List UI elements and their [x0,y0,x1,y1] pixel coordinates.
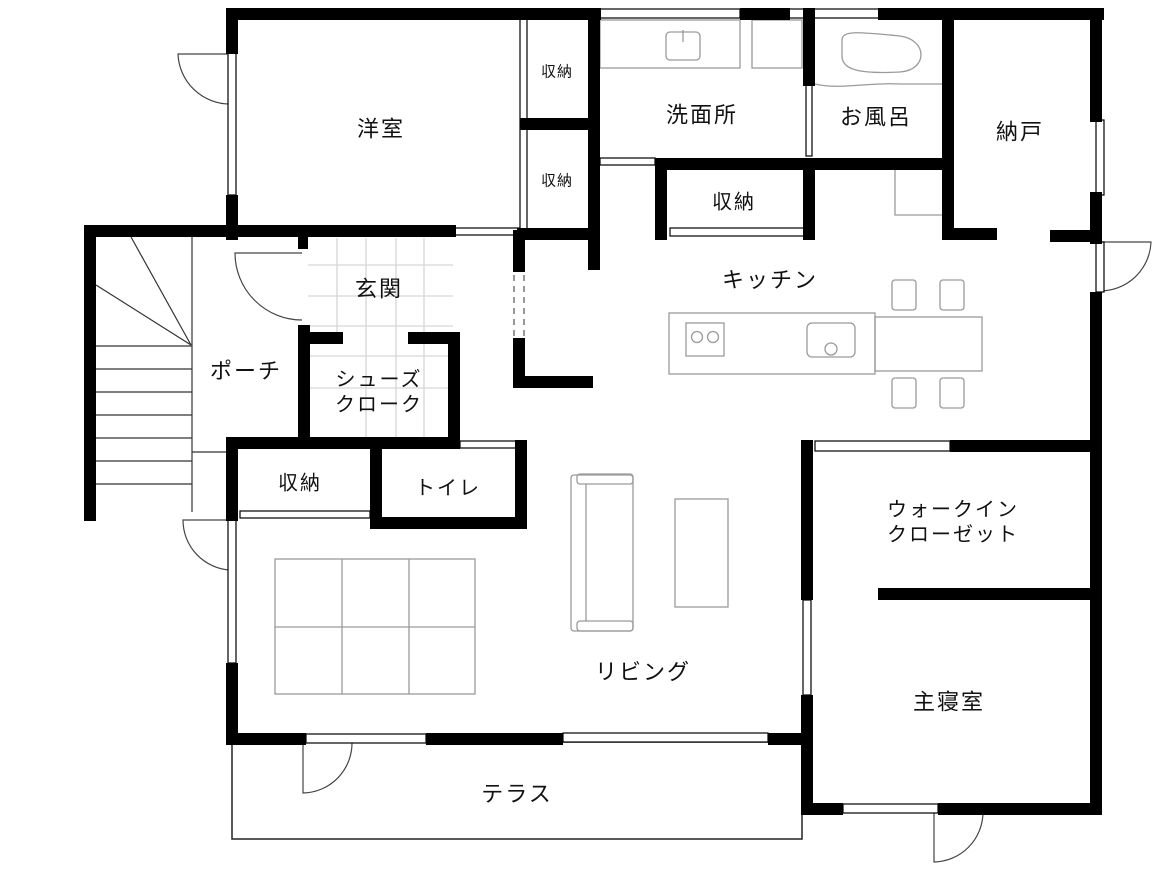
dining-table[interactable] [874,316,983,372]
pantry-outline [894,170,942,216]
sofa-icon [570,473,634,632]
room-label-hall-storage: 収納 [278,470,322,495]
room-label-master-bedroom: 主寝室 [912,690,986,716]
walls [84,8,1104,815]
walk-in-line-2: クローゼット [887,522,1019,546]
shoe-cloak-line-2: クローク [335,392,423,416]
room-label-washroom: 洗面所 [665,103,739,129]
entrance-tile-grid [308,238,453,440]
dashed-opening [513,275,525,338]
staircase[interactable] [95,236,230,512]
coffee-table [674,498,729,608]
room-label-storage-1: 収納 [540,62,574,81]
room-label-porch: ポーチ [209,359,283,385]
walk-in-line-1: ウォークイン [887,497,1019,521]
door-nando-east [1099,241,1152,292]
bathtub-icon [841,32,922,74]
room-label-walk-in-closet: ウォークイン クローゼット [887,497,1019,547]
tatami-mats [274,558,476,695]
room-label-living: リビング [594,660,692,686]
bath-floor-line [814,83,942,87]
door-bedroom-south [933,811,984,863]
room-label-terrace: テラス [481,782,553,808]
door-living-west [182,519,231,571]
kitchen-sink-icon [806,322,856,358]
room-label-toilet: トイレ [415,475,481,500]
room-label-kitchen-storage: 収納 [712,189,756,214]
room-label-storage-2: 収納 [540,171,574,190]
room-label-western-room: 洋室 [356,117,406,143]
stove-icon [685,322,725,357]
washing-machine-space [751,19,803,69]
shoe-cloak-line-1: シューズ [335,367,423,391]
room-label-bath: お風呂 [839,105,913,131]
door-western-room [177,53,231,105]
room-label-kitchen: キッチン [721,268,819,294]
vanity-counter [599,19,741,69]
room-label-entrance: 玄関 [354,277,404,303]
door-terrace [302,741,353,794]
room-label-shoe-cloak: シューズ クローク [335,367,423,417]
kitchen-island[interactable] [668,312,876,375]
dining-chairs [891,279,965,409]
door-entrance [234,252,303,321]
door-swings[interactable] [177,53,1152,863]
room-label-nando: 納戸 [995,120,1045,146]
